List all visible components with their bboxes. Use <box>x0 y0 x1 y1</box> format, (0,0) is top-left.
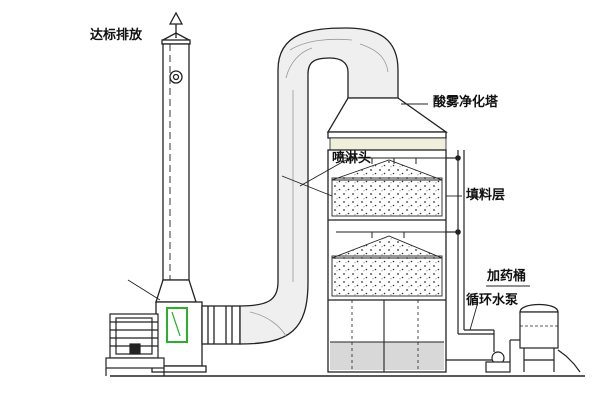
nozzle-icon <box>336 157 446 238</box>
scrubber-tower <box>326 97 449 373</box>
leader-lines <box>281 103 530 331</box>
arrow-up-icon <box>168 11 184 38</box>
pump-icon <box>446 351 511 373</box>
fan-housing <box>166 307 188 343</box>
packing-label: 填料层 <box>466 188 506 203</box>
fan-motor-icon <box>105 313 165 376</box>
tower-label: 酸雾净化塔 <box>433 95 499 110</box>
dosing-tank <box>509 303 581 373</box>
dosing-tank-label: 加药桶 <box>487 269 527 284</box>
pump-label: 循环水泵 <box>466 293 519 308</box>
recirculation-pipe <box>446 150 495 352</box>
discharge-label: 达标排放 <box>90 28 143 43</box>
nozzle-label: 喷淋头 <box>332 151 372 166</box>
exhaust-stack <box>127 11 207 373</box>
